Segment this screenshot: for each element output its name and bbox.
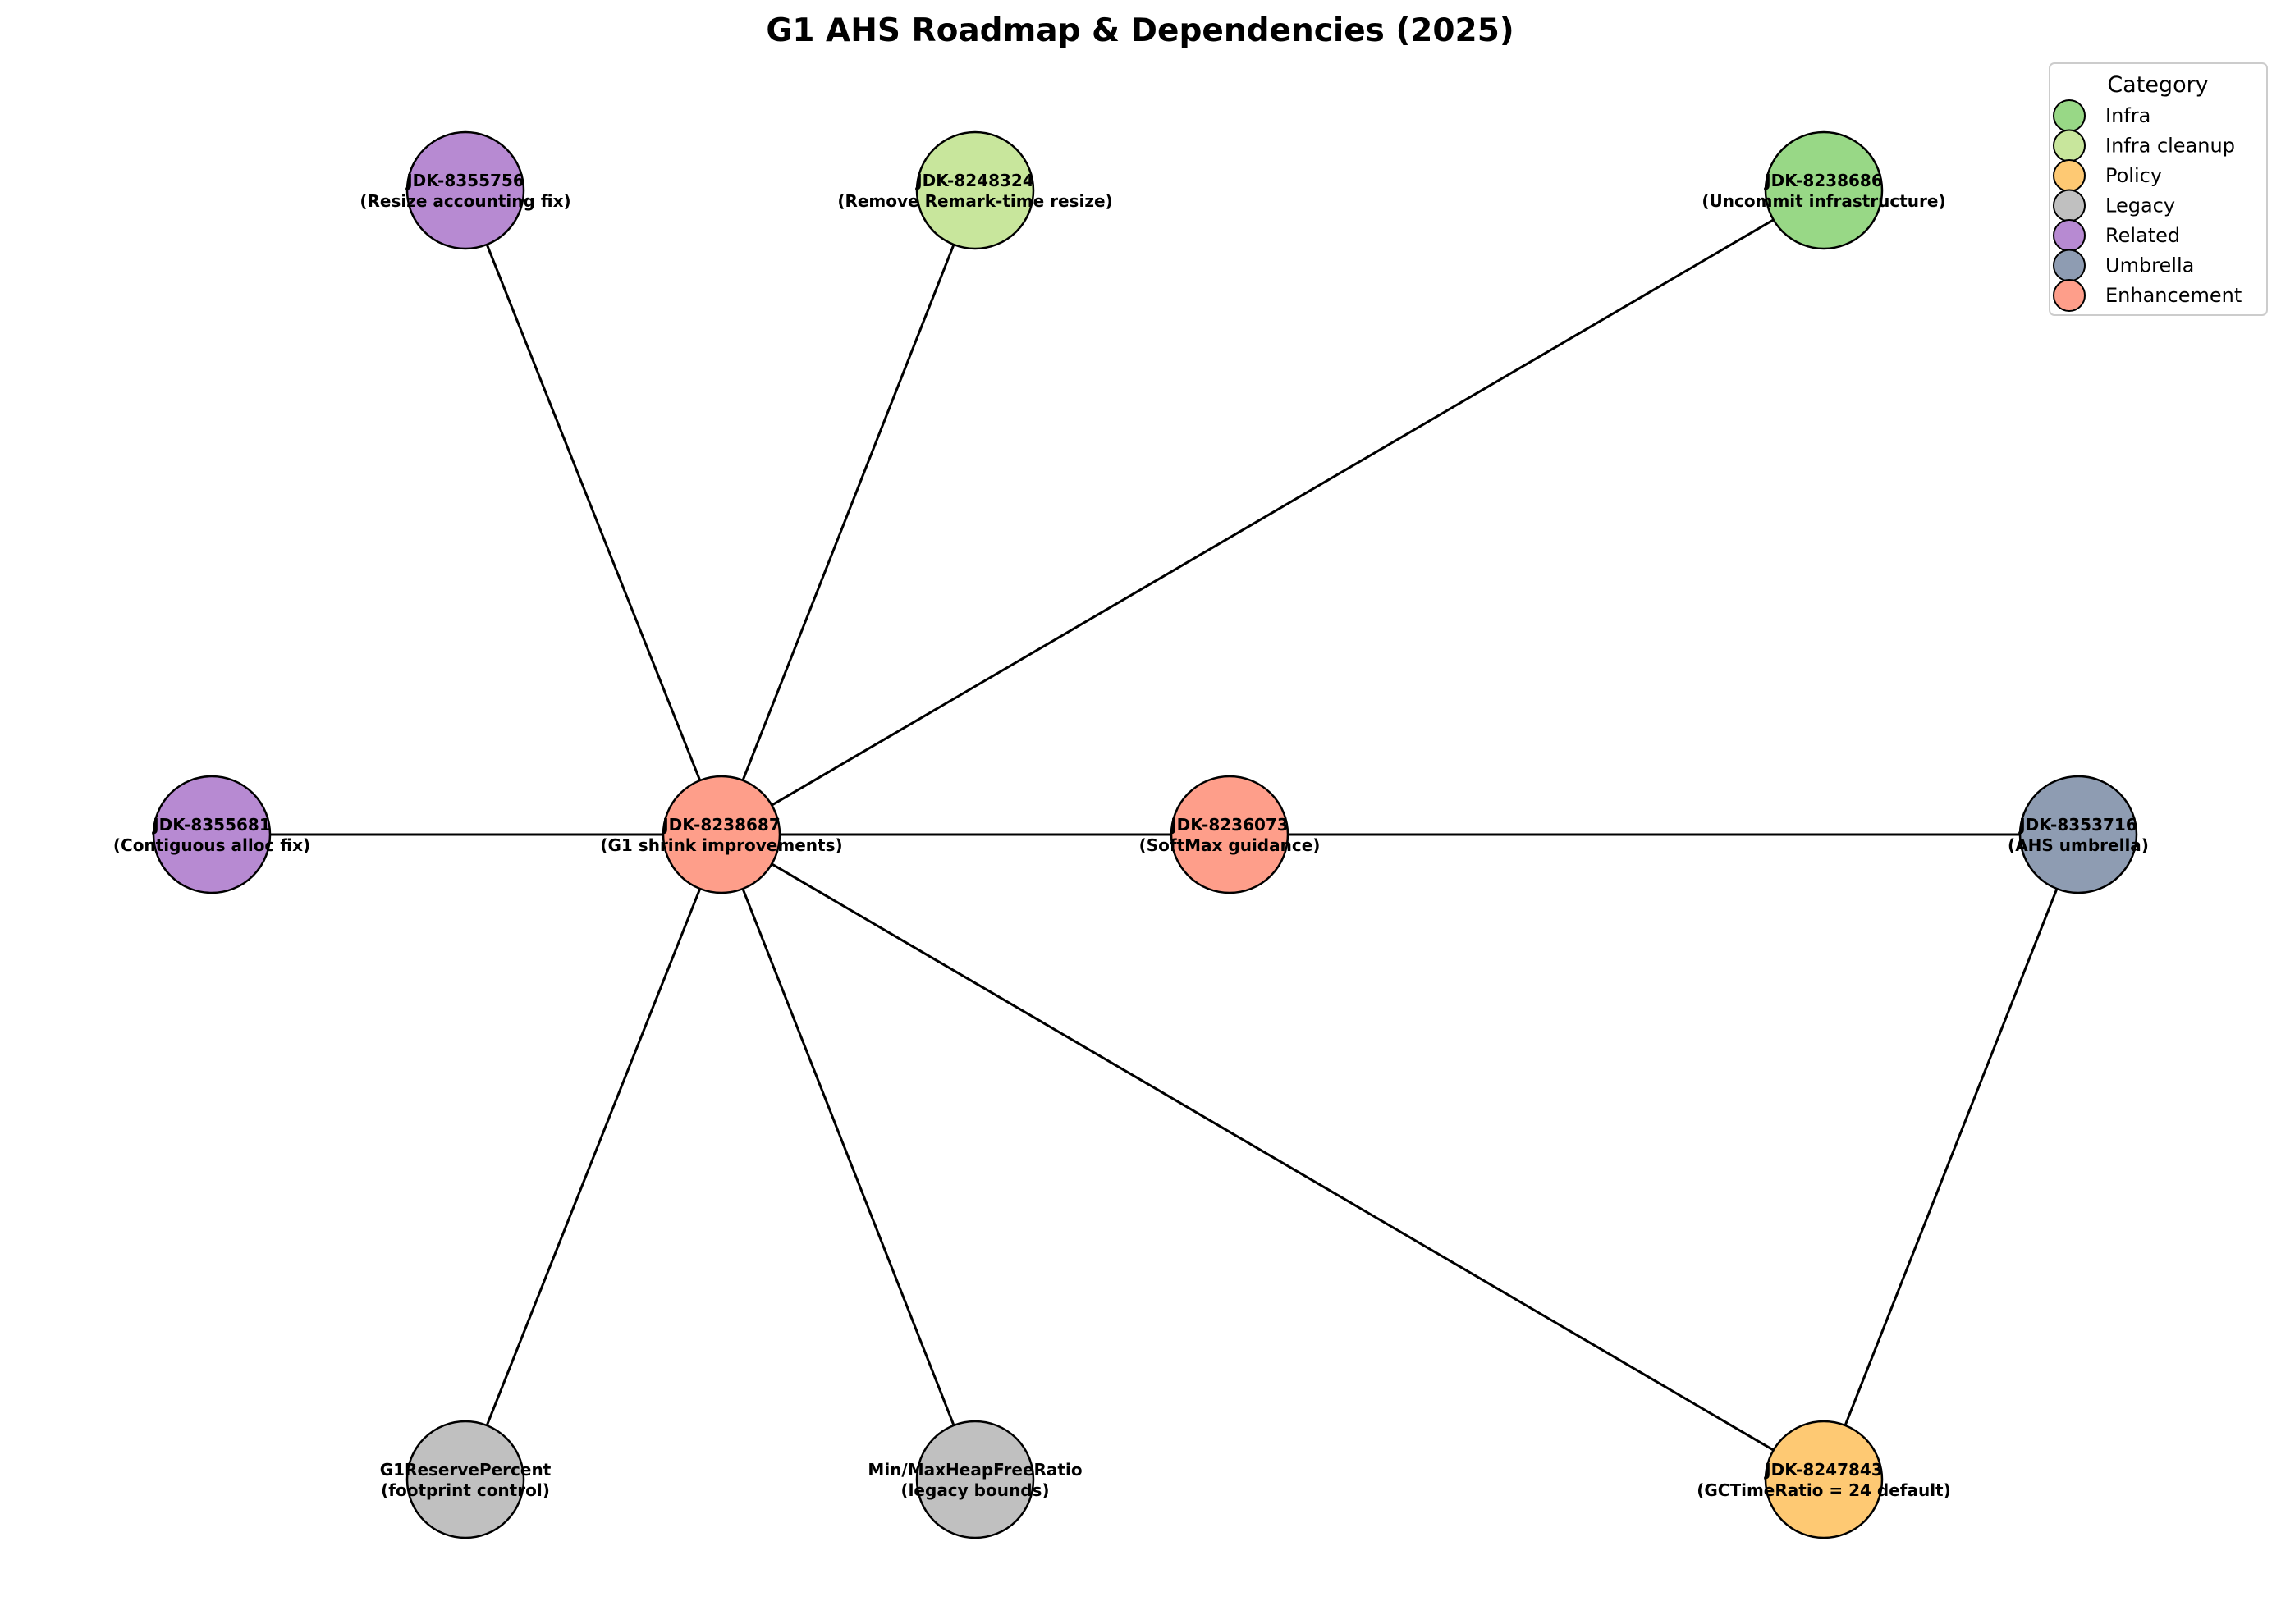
- node-desc-label: (legacy bounds): [900, 1480, 1049, 1500]
- legend-item: Enhancement: [2053, 279, 2242, 312]
- node-id-label: JDK-8247843: [1763, 1460, 1883, 1480]
- node-id-label: JDK-8355756: [405, 171, 524, 190]
- node-desc-label: (footprint control): [381, 1480, 550, 1500]
- node-id-label: Min/MaxHeapFreeRatio: [868, 1460, 1082, 1480]
- edge-layer: [212, 189, 2080, 1481]
- legend-item: Infra cleanup: [2053, 129, 2235, 162]
- legend-marker: [2053, 159, 2086, 192]
- node-n8355756[interactable]: JDK-8355756(Resize accounting fix): [360, 130, 571, 250]
- diagram-title: G1 AHS Roadmap & Dependencies (2025): [766, 12, 1514, 49]
- edge-8: [721, 833, 1825, 1481]
- legend-marker: [2053, 279, 2086, 312]
- node-desc-label: (Resize accounting fix): [360, 191, 570, 211]
- legend-marker: [2053, 129, 2086, 162]
- node-circle[interactable]: [405, 130, 525, 250]
- legend-label: Policy: [2105, 164, 2162, 187]
- edge-6: [464, 834, 723, 1480]
- node-circle[interactable]: [915, 1420, 1035, 1539]
- node-n8247843[interactable]: JDK-8247843(GCTimeRatio = 24 default): [1697, 1420, 1951, 1539]
- node-circle[interactable]: [152, 775, 272, 894]
- node-id-label: JDK-8238686: [1763, 171, 1883, 190]
- node-desc-label: (Remove Remark-time resize): [837, 191, 1112, 211]
- node-n8355681[interactable]: JDK-8355681(Contiguous alloc fix): [113, 775, 310, 894]
- node-nMinMax[interactable]: Min/MaxHeapFreeRatio(legacy bounds): [868, 1420, 1083, 1539]
- node-circle[interactable]: [405, 1420, 525, 1539]
- node-desc-label: (Contiguous alloc fix): [113, 835, 310, 855]
- legend-item: Related: [2053, 219, 2180, 252]
- edge-1: [720, 190, 977, 835]
- legend-title: Category: [2107, 72, 2208, 98]
- edge-7: [720, 834, 977, 1480]
- node-desc-label: (GCTimeRatio = 24 default): [1697, 1480, 1951, 1500]
- node-circle[interactable]: [1764, 130, 1884, 250]
- node-layer: JDK-8238687(G1 shrink improvements)JDK-8…: [113, 130, 2149, 1539]
- node-circle[interactable]: [2018, 775, 2138, 894]
- legend-label: Infra cleanup: [2105, 135, 2235, 158]
- legend-label: Legacy: [2105, 194, 2175, 217]
- legend-marker: [2053, 219, 2086, 252]
- node-n8353716[interactable]: JDK-8353716(AHS umbrella): [2008, 775, 2149, 894]
- legend-marker: [2053, 249, 2086, 282]
- node-n8248324[interactable]: JDK-8248324(Remove Remark-time resize): [837, 130, 1113, 250]
- node-circle[interactable]: [915, 130, 1035, 250]
- node-n8238687[interactable]: JDK-8238687(G1 shrink improvements): [600, 775, 843, 894]
- legend-item: Policy: [2053, 159, 2162, 192]
- legend-marker: [2053, 99, 2086, 132]
- legend-item: Legacy: [2053, 189, 2175, 222]
- edge-2: [721, 189, 1825, 836]
- node-desc-label: (Uncommit infrastructure): [1702, 191, 1945, 211]
- legend-item: Umbrella: [2053, 249, 2194, 282]
- node-desc-label: (AHS umbrella): [2008, 835, 2149, 855]
- node-id-label: G1ReservePercent: [380, 1460, 552, 1480]
- legend-frame: [2049, 62, 2268, 316]
- node-circle[interactable]: [1170, 775, 1289, 894]
- node-n8236073[interactable]: JDK-8236073(SoftMax guidance): [1139, 775, 1321, 894]
- legend-label: Umbrella: [2105, 254, 2194, 277]
- edge-0: [464, 190, 723, 835]
- node-id-label: JDK-8355681: [151, 815, 271, 835]
- node-circle[interactable]: [1764, 1420, 1884, 1539]
- node-n8238686[interactable]: JDK-8238686(Uncommit infrastructure): [1702, 130, 1946, 250]
- edge-9: [1822, 834, 2080, 1480]
- legend-label: Enhancement: [2105, 284, 2242, 307]
- node-nReserve[interactable]: G1ReservePercent(footprint control): [380, 1420, 552, 1539]
- node-id-label: JDK-8238687: [661, 815, 781, 835]
- node-id-label: JDK-8353716: [2018, 815, 2137, 835]
- node-circle[interactable]: [662, 775, 781, 894]
- node-id-label: JDK-8236073: [1169, 815, 1289, 835]
- legend-label: Related: [2105, 224, 2180, 247]
- node-desc-label: (G1 shrink improvements): [600, 835, 842, 855]
- node-desc-label: (SoftMax guidance): [1139, 835, 1321, 855]
- node-id-label: JDK-8248324: [914, 171, 1034, 190]
- legend-marker: [2053, 189, 2086, 222]
- legend-label: Infra: [2105, 104, 2150, 127]
